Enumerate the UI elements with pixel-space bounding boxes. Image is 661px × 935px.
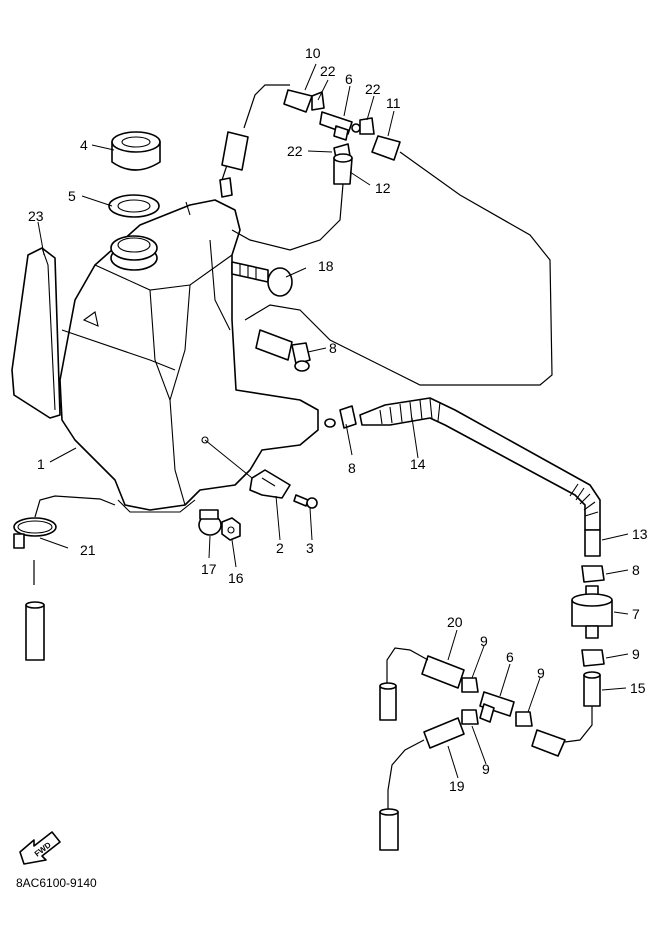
clip-9-right [515,711,533,727]
hose-lower-right [531,729,566,757]
callout-1: 1 [37,456,45,472]
callout-22-right: 22 [365,81,381,97]
tank-band [13,517,57,549]
callout-11: 11 [386,95,401,111]
callout-8-tank: 8 [348,460,356,476]
callout-19: 19 [449,778,465,794]
callout-numbers: 1 2 3 4 5 6 6 7 8 8 8 9 9 9 9 10 11 12 1… [28,45,648,794]
callout-9-lower: 9 [482,761,490,777]
joint-6-lower [479,691,515,723]
callout-18: 18 [318,258,334,274]
fuel-filter [571,585,613,639]
fwd-arrow-icon: FWD [19,831,61,865]
hose-upper-diag [221,131,249,171]
callout-22-mid: 22 [287,143,303,159]
cap-gasket [108,194,160,218]
callout-9-right: 9 [537,665,545,681]
callout-9-upper: 9 [480,633,488,649]
callout-2: 2 [276,540,284,556]
fuel-hose-14 [359,397,601,531]
callout-8-filter: 8 [632,562,640,578]
callout-7: 7 [632,606,640,622]
callout-6-upper: 6 [345,71,353,87]
bracket-2 [249,469,291,499]
fuel-tank [59,199,319,513]
hose-10 [283,89,313,113]
clip-9-lower [461,709,479,725]
clip-9-upper [461,677,479,693]
filler-neck [110,235,158,271]
side-cover [11,247,61,419]
callout-16: 16 [228,570,244,586]
diagram-code: 8AC6100-9140 [16,876,97,890]
hose-lower-left [25,604,45,661]
clip-8-tank [339,405,357,429]
callout-15: 15 [630,680,646,696]
hose-lower-19-end [379,811,399,851]
callout-17: 17 [201,561,217,577]
callout-22-upper: 22 [320,63,336,79]
hose-13 [584,529,601,557]
fuel-cap [111,131,161,171]
leader-lines [37,63,629,779]
hose-lower-20-end [379,685,397,721]
hose-11 [371,135,401,161]
callout-20: 20 [447,614,463,630]
callout-3: 3 [306,540,314,556]
callout-12: 12 [375,180,391,196]
clip-9-filter [581,649,605,667]
bolt-18 [231,261,293,297]
hose-20 [421,655,465,689]
callout-6-lower: 6 [506,649,514,665]
grommet-17 [198,509,222,536]
callout-14: 14 [410,456,426,472]
callout-10: 10 [305,45,321,61]
callout-5: 5 [68,188,76,204]
clip-22-right [359,117,375,135]
tank-breather-nipple [219,177,233,198]
screw-3 [293,494,318,509]
joint-6-upper [319,111,361,141]
hose-19 [423,717,465,749]
callout-13: 13 [632,526,648,542]
callout-9-filter: 9 [632,646,640,662]
nut-16 [221,517,241,541]
hose-15 [583,674,601,707]
clip-8-upper [291,342,311,365]
callout-21: 21 [80,542,96,558]
callout-4: 4 [80,137,88,153]
hose-tank-upper [255,329,293,361]
callout-23: 23 [28,208,44,224]
clip-8-filter [581,565,605,583]
callout-8-upper: 8 [329,340,337,356]
clip-22-upper [311,91,325,111]
